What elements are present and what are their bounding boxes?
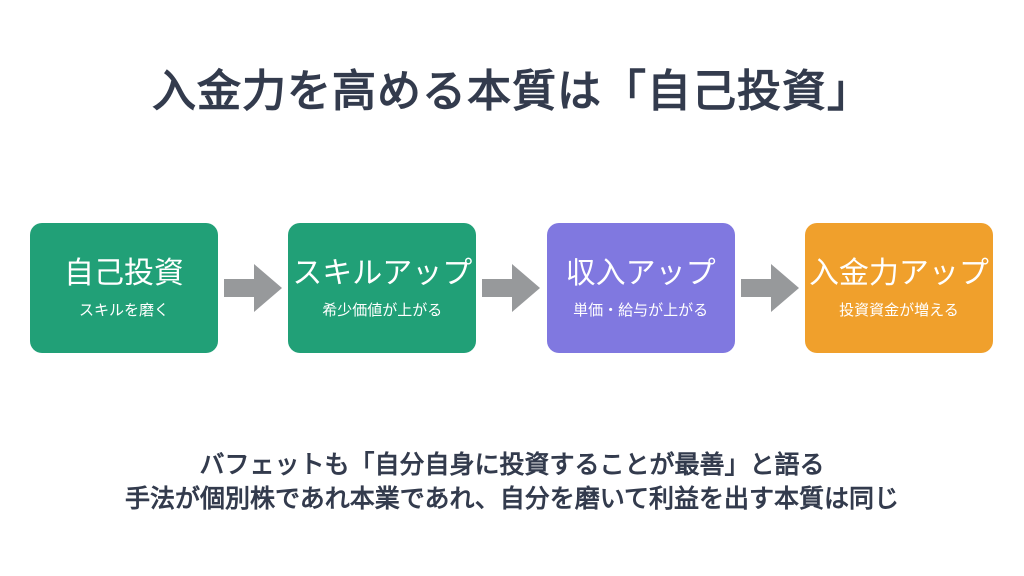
arrow-right-icon (482, 264, 541, 312)
flow-step-sublabel: スキルを磨く (78, 301, 169, 319)
flow-step-sublabel: 投資資金が増える (839, 301, 959, 319)
flow-step-label: 自己投資 (64, 256, 184, 290)
footer-note-line1: バフェットも「自分自身に投資することが最善」と語る (199, 451, 825, 479)
flow-step-label: 入金力アップ (808, 256, 989, 290)
slide-title: 入金力を高める本質は「自己投資」 (152, 67, 872, 116)
flow-step-label: 収入アップ (565, 256, 716, 290)
process-flow: 自己投資 スキルを磨く スキルアップ 希少価値が上がる 収入アップ 単価・給与が… (0, 223, 1024, 353)
footer-note: バフェットも「自分自身に投資することが最善」と語る 手法が個別株であれ本業であれ… (0, 448, 1024, 516)
flow-step-income-up: 収入アップ 単価・給与が上がる (546, 223, 735, 353)
flow-step-deposit-power-up: 入金力アップ 投資資金が増える (804, 223, 993, 353)
arrow-right-icon (224, 264, 283, 312)
flow-step-sublabel: 単価・給与が上がる (573, 301, 709, 319)
flow-step-label: スキルアップ (292, 256, 473, 290)
flow-step-self-investment: 自己投資 スキルを磨く (30, 223, 218, 353)
arrow-right-icon (740, 264, 799, 312)
flow-step-skill-up: スキルアップ 希少価値が上がる (288, 223, 477, 353)
footer-note-line2: 手法が個別株であれ本業であれ、自分を磨いて利益を出す本質は同じ (124, 485, 899, 513)
flow-step-sublabel: 希少価値が上がる (322, 301, 443, 319)
